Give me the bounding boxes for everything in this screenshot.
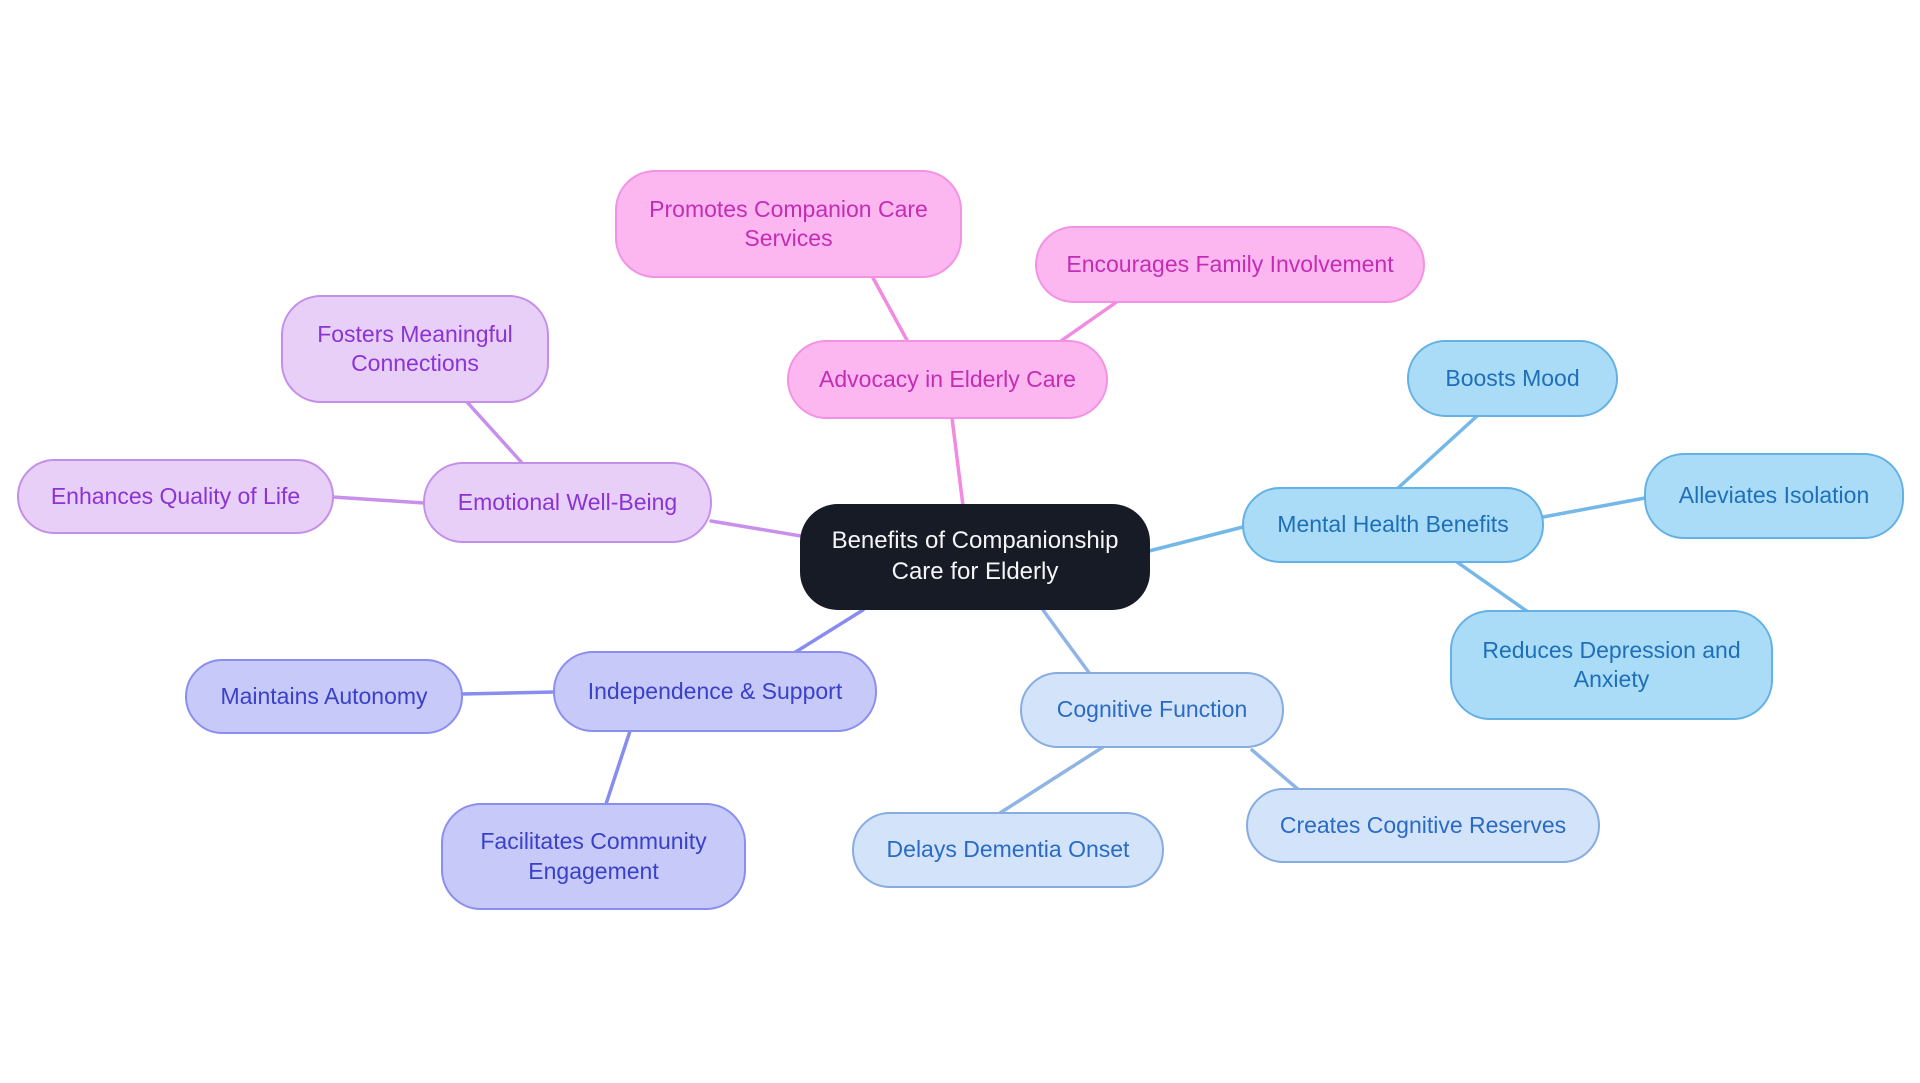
edge-enhances-emotional [331, 495, 426, 505]
edge-maintains-independence [460, 690, 556, 696]
node-label: Delays Dementia Onset [886, 836, 1130, 863]
edge-cognitive-creates [1250, 748, 1302, 793]
edge-emotional-root [709, 519, 803, 538]
edge-advocacy-root [950, 416, 965, 508]
node-root-label: Benefits of Companionship Care for Elder… [831, 527, 1119, 585]
node-label: Cognitive Function [1056, 696, 1248, 723]
node-label: Advocacy in Elderly Care [819, 365, 1076, 392]
edge-promotes-advocacy [870, 274, 910, 344]
node-label: Mental Health Benefits [1277, 511, 1509, 538]
node-label: Fosters Meaningful Connections [317, 320, 513, 376]
node-facilitates-community-engagement[interactable]: Facilitates Community Engagement [441, 803, 746, 910]
edge-mental-alleviates [1541, 496, 1647, 519]
edge-root-cognitive [1041, 608, 1092, 676]
node-encourages-family-involvement[interactable]: Encourages Family Involvement [1035, 226, 1425, 303]
node-reduces-depression-and-anxiety[interactable]: Reduces Depression and Anxiety [1450, 610, 1773, 720]
node-label: Emotional Well-Being [457, 488, 678, 515]
edge-encourages-advocacy [1056, 299, 1120, 345]
node-promotes-companion-care-services[interactable]: Promotes Companion Care Services [615, 170, 962, 278]
node-emotional-well-being[interactable]: Emotional Well-Being [423, 462, 712, 543]
node-label: Alleviates Isolation [1678, 482, 1870, 509]
edge-cognitive-delays [998, 745, 1105, 815]
node-label: Encourages Family Involvement [1066, 250, 1394, 277]
node-enhances-quality-of-life[interactable]: Enhances Quality of Life [17, 459, 334, 534]
node-maintains-autonomy[interactable]: Maintains Autonomy [185, 659, 463, 734]
node-independence-and-support[interactable]: Independence & Support [553, 651, 877, 732]
edge-root-mental [1147, 525, 1245, 553]
node-mental-health-benefits[interactable]: Mental Health Benefits [1242, 487, 1544, 563]
node-delays-dementia-onset[interactable]: Delays Dementia Onset [852, 812, 1164, 888]
node-alleviates-isolation[interactable]: Alleviates Isolation [1644, 453, 1904, 539]
node-cognitive-function[interactable]: Cognitive Function [1020, 672, 1284, 748]
node-label: Independence & Support [587, 677, 843, 704]
node-boosts-mood[interactable]: Boosts Mood [1407, 340, 1618, 417]
node-root[interactable]: Benefits of Companionship Care for Elder… [800, 504, 1150, 610]
node-label: Creates Cognitive Reserves [1279, 811, 1567, 838]
node-label: Enhances Quality of Life [50, 482, 301, 509]
edge-independence-facilitates [604, 729, 632, 806]
edge-boosts-mental [1395, 414, 1479, 491]
node-label: Boosts Mood [1445, 364, 1580, 391]
node-label: Promotes Companion Care Services [649, 195, 928, 251]
edge-mental-reduces [1455, 560, 1530, 614]
node-label: Maintains Autonomy [220, 682, 428, 709]
node-creates-cognitive-reserves[interactable]: Creates Cognitive Reserves [1246, 788, 1600, 863]
node-label: Facilitates Community Engagement [480, 828, 707, 884]
edge-fosters-emotional [465, 400, 525, 466]
node-fosters-meaningful-connections[interactable]: Fosters Meaningful Connections [281, 295, 549, 403]
edge-root-independence [792, 608, 865, 655]
node-advocacy-in-elderly-care[interactable]: Advocacy in Elderly Care [787, 340, 1108, 419]
node-label: Reduces Depression and Anxiety [1482, 636, 1741, 692]
